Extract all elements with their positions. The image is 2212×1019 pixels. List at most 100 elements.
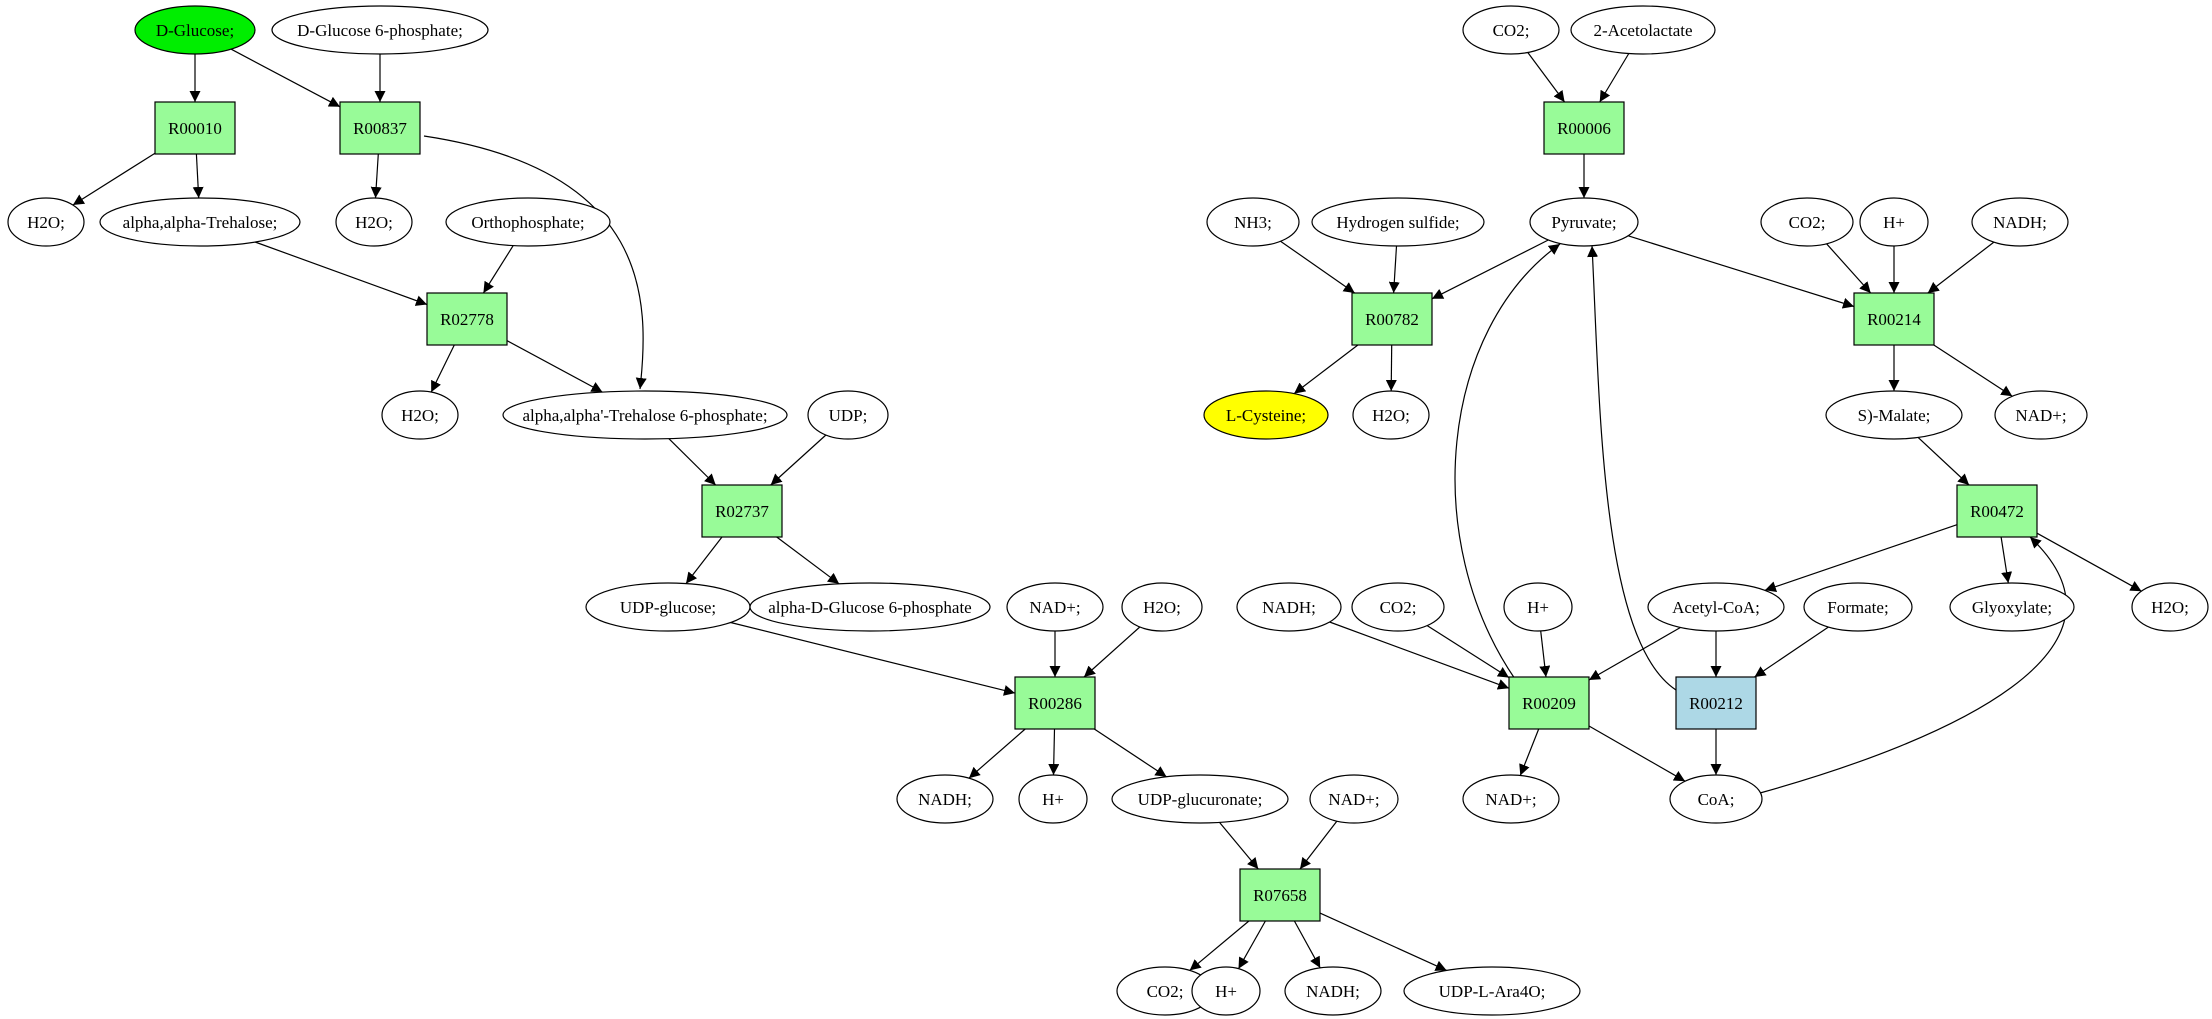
- reaction-box: [1508, 676, 1590, 730]
- compound-node-c_hplus_c[interactable]: H+: [1859, 197, 1929, 247]
- reaction-node-r_R00214[interactable]: R00214: [1853, 292, 1935, 346]
- compound-node-c_nadh_b[interactable]: NADH;: [1284, 966, 1382, 1016]
- reaction-box: [701, 484, 783, 538]
- edge-r_R00782-to-c_h2o_e: [1385, 344, 1397, 392]
- edge-c_formate-to-r_R00212: [1754, 626, 1829, 678]
- compound-node-c_udpglucose[interactable]: UDP-glucose;: [585, 582, 751, 632]
- compound-node-c_co2_b[interactable]: CO2;: [1462, 5, 1560, 55]
- reaction-box: [1956, 484, 2038, 538]
- edge-c_h2o_d-to-r_R00286: [1083, 626, 1141, 678]
- compound-node-c_trehalose[interactable]: alpha,alpha-Trehalose;: [99, 197, 301, 247]
- node-label: NAD+;: [1029, 598, 1080, 617]
- compound-ellipse: [7, 197, 85, 247]
- compound-ellipse: [1803, 582, 1913, 632]
- compound-node-c_co2_a[interactable]: CO2;: [1116, 966, 1214, 1016]
- node-label: H2O;: [1372, 406, 1410, 425]
- compound-node-c_nadp_c[interactable]: NAD+;: [1994, 390, 2088, 440]
- compound-node-c_udp[interactable]: UDP;: [807, 390, 889, 440]
- reaction-node-r_R00010[interactable]: R00010: [154, 101, 236, 155]
- reaction-box: [426, 292, 508, 346]
- edge-r_R07658-to-c_udplara4o: [1319, 912, 1447, 971]
- node-label: Hydrogen sulfide;: [1336, 213, 1459, 232]
- edge-c_dglucose-to-r_R00837: [230, 48, 341, 108]
- reaction-node-r_R02778[interactable]: R02778: [426, 292, 508, 346]
- edge-c_acetolactate-to-r_R00006: [1599, 53, 1630, 103]
- compound-ellipse: [1309, 774, 1399, 824]
- compound-node-c_nadp_a[interactable]: NAD+;: [1006, 582, 1104, 632]
- compound-node-c_acetylcoa[interactable]: Acetyl-CoA;: [1647, 582, 1785, 632]
- compound-node-c_nadh_a[interactable]: NADH;: [896, 774, 994, 824]
- reaction-node-r_R00286[interactable]: R00286: [1014, 676, 1096, 730]
- compound-node-c_pyruvate[interactable]: Pyruvate;: [1529, 197, 1639, 247]
- compound-node-c_smalate[interactable]: S)-Malate;: [1825, 390, 1963, 440]
- reaction-node-r_R00837[interactable]: R00837: [339, 101, 421, 155]
- compound-node-c_hplus_a[interactable]: H+: [1018, 774, 1088, 824]
- edge-c_smalate-to-r_R00472: [1917, 436, 1970, 486]
- edge-r_R02778-to-c_h2o_c: [430, 344, 455, 393]
- compound-ellipse: [1203, 390, 1329, 440]
- compound-node-c_lcysteine[interactable]: L-Cysteine;: [1203, 390, 1329, 440]
- edge-c_udp-to-r_R02737: [770, 434, 827, 486]
- compound-node-c_nadh_c[interactable]: NADH;: [1971, 197, 2069, 247]
- compound-node-c_h2s[interactable]: Hydrogen sulfide;: [1311, 197, 1485, 247]
- compound-node-c_h2o_a[interactable]: H2O;: [7, 197, 85, 247]
- edge-c_orthophosphate-to-r_R02778: [482, 245, 514, 294]
- reaction-box: [1014, 676, 1096, 730]
- compound-node-c_nadp_b[interactable]: NAD+;: [1309, 774, 1399, 824]
- node-label: NADH;: [1993, 213, 2047, 232]
- reaction-node-r_R07658[interactable]: R07658: [1239, 868, 1321, 922]
- reaction-node-r_R00472[interactable]: R00472: [1956, 484, 2038, 538]
- reaction-node-r_R00209[interactable]: R00209: [1508, 676, 1590, 730]
- compound-ellipse: [1018, 774, 1088, 824]
- compound-node-c_udplara4o[interactable]: UDP-L-Ara4O;: [1403, 966, 1581, 1016]
- compound-node-c_adg6p[interactable]: alpha-D-Glucose 6-phosphate: [749, 582, 991, 632]
- compound-node-c_nh3[interactable]: NH3;: [1206, 197, 1300, 247]
- compound-node-c_h2o_f[interactable]: H2O;: [2131, 582, 2209, 632]
- reaction-node-r_R00212[interactable]: R00212: [1675, 676, 1757, 730]
- edge-r_R07658-to-c_nadh_b: [1293, 920, 1321, 969]
- compound-node-c_dg6p_top[interactable]: D-Glucose 6-phosphate;: [271, 5, 489, 55]
- compound-ellipse: [502, 390, 788, 440]
- compound-ellipse: [1111, 774, 1289, 824]
- compound-node-c_udpglucuronate[interactable]: UDP-glucuronate;: [1111, 774, 1289, 824]
- compound-node-c_formate[interactable]: Formate;: [1803, 582, 1913, 632]
- edge-r_R00837-to-c_h2o_b: [370, 153, 382, 199]
- compound-node-c_acetolactate[interactable]: 2-Acetolactate: [1570, 5, 1716, 55]
- edge-c_co2_b-to-r_R00006: [1527, 52, 1566, 103]
- compound-node-c_coa[interactable]: CoA;: [1669, 774, 1763, 824]
- compound-node-c_t6p[interactable]: alpha,alpha'-Trehalose 6-phosphate;: [502, 390, 788, 440]
- compound-node-c_dglucose[interactable]: D-Glucose;: [134, 5, 256, 55]
- compound-node-c_hplus_b[interactable]: H+: [1191, 966, 1261, 1016]
- compound-node-c_co2_c[interactable]: CO2;: [1760, 197, 1854, 247]
- node-label: S)-Malate;: [1858, 406, 1931, 425]
- compound-ellipse: [1236, 582, 1342, 632]
- compound-node-c_h2o_d[interactable]: H2O;: [1121, 582, 1203, 632]
- compound-node-c_nadh_d[interactable]: NADH;: [1236, 582, 1342, 632]
- edge-r_R02737-to-c_adg6p: [776, 536, 840, 585]
- compound-node-c_co2_d[interactable]: CO2;: [1351, 582, 1445, 632]
- compound-node-c_hplus_d[interactable]: H+: [1503, 582, 1573, 632]
- node-label: H+: [1215, 982, 1237, 1001]
- compound-node-c_glyoxylate[interactable]: Glyoxylate;: [1949, 582, 2075, 632]
- compound-ellipse: [1949, 582, 2075, 632]
- compound-node-c_orthophosphate[interactable]: Orthophosphate;: [445, 197, 611, 247]
- compound-node-c_h2o_e[interactable]: H2O;: [1352, 390, 1430, 440]
- edge-c_trehalose-to-r_R02778: [254, 241, 428, 306]
- edge-c_nh3-to-r_R00782: [1280, 240, 1356, 294]
- node-label: H2O;: [27, 213, 65, 232]
- edge-r_R02737-to-c_udpglucose: [685, 536, 723, 584]
- edge-c_nadp_b-to-r_R07658: [1299, 820, 1338, 870]
- compound-node-c_h2o_c[interactable]: H2O;: [381, 390, 459, 440]
- compound-ellipse: [1352, 390, 1430, 440]
- compound-ellipse: [1462, 774, 1560, 824]
- reaction-node-r_R00782[interactable]: R00782: [1351, 292, 1433, 346]
- reaction-node-r_R02737[interactable]: R02737: [701, 484, 783, 538]
- node-label: R00010: [168, 119, 222, 138]
- reaction-box: [1543, 101, 1625, 155]
- compound-node-c_h2o_b[interactable]: H2O;: [335, 197, 413, 247]
- compound-node-c_nadp_d[interactable]: NAD+;: [1462, 774, 1560, 824]
- compound-ellipse: [99, 197, 301, 247]
- edge-r_R00837-to-c_t6p: [423, 135, 647, 390]
- reaction-node-r_R00006[interactable]: R00006: [1543, 101, 1625, 155]
